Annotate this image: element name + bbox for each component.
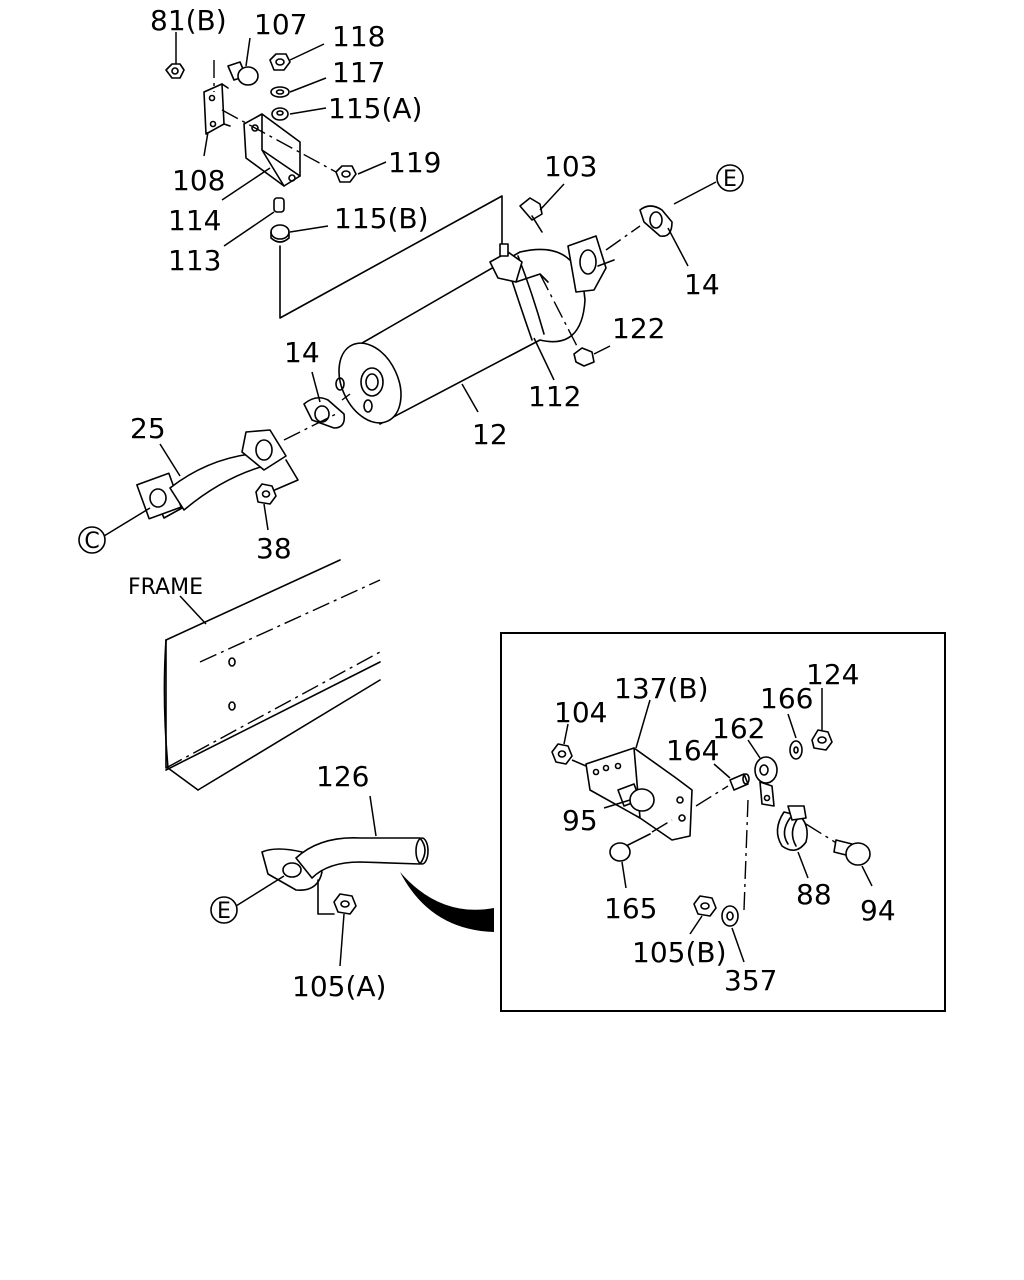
bushing-115b bbox=[270, 224, 290, 243]
connector-c-text: C bbox=[84, 529, 99, 554]
label-162: 162 bbox=[712, 712, 765, 745]
label-14-top: 14 bbox=[684, 268, 720, 301]
nut-38 bbox=[255, 483, 277, 505]
label-81b: 81(B) bbox=[150, 4, 227, 37]
bolt-165 bbox=[609, 833, 651, 862]
label-119: 119 bbox=[388, 146, 441, 179]
label-103: 103 bbox=[544, 150, 597, 183]
gasket-14-top bbox=[639, 205, 673, 238]
label-14-left: 14 bbox=[284, 336, 320, 369]
connector-e-bottom-text: E bbox=[217, 899, 231, 924]
label-25: 25 bbox=[130, 412, 166, 445]
pin-113 bbox=[273, 197, 285, 213]
label-165: 165 bbox=[604, 892, 657, 925]
label-122: 122 bbox=[612, 312, 665, 345]
nut-118 bbox=[269, 53, 291, 71]
bolt-107 bbox=[227, 61, 259, 86]
bolt-94 bbox=[833, 839, 871, 866]
nut-105b bbox=[693, 895, 717, 917]
label-166: 166 bbox=[760, 682, 813, 715]
label-108: 108 bbox=[172, 164, 225, 197]
label-118: 118 bbox=[332, 20, 385, 53]
label-94: 94 bbox=[860, 894, 896, 927]
nut-122 bbox=[573, 347, 595, 367]
pin-164 bbox=[729, 773, 750, 791]
plate-108 bbox=[203, 83, 231, 135]
detail-box bbox=[500, 632, 946, 1012]
bolt-103 bbox=[519, 197, 543, 233]
label-38: 38 bbox=[256, 532, 292, 565]
label-113: 113 bbox=[168, 244, 221, 277]
label-115a: 115(A) bbox=[328, 92, 422, 125]
bushing-115a bbox=[271, 107, 289, 121]
label-104: 104 bbox=[554, 696, 607, 729]
bolt-95 bbox=[617, 783, 655, 812]
label-164: 164 bbox=[666, 734, 719, 767]
nut-105a bbox=[333, 893, 357, 915]
gasket-14-left bbox=[303, 396, 346, 429]
label-117: 117 bbox=[332, 56, 385, 89]
label-114: 114 bbox=[168, 204, 221, 237]
label-137b: 137(B) bbox=[614, 672, 709, 705]
label-124: 124 bbox=[806, 658, 859, 691]
label-126: 126 bbox=[316, 760, 369, 793]
tail-pipe-126 bbox=[261, 837, 429, 891]
connector-e-bottom: E bbox=[210, 875, 285, 924]
frame-rail bbox=[163, 559, 381, 791]
detail-callout-arrow bbox=[400, 872, 494, 932]
connector-c: C bbox=[78, 507, 151, 554]
label-105b: 105(B) bbox=[632, 936, 727, 969]
bracket-114 bbox=[243, 113, 301, 187]
nut-119 bbox=[335, 165, 357, 183]
bracket-assembly bbox=[165, 53, 503, 319]
muffler-12 bbox=[335, 235, 615, 425]
washer-166 bbox=[789, 740, 803, 760]
nut-81b bbox=[165, 63, 185, 79]
connector-e-top-text: E bbox=[723, 167, 737, 192]
detail-parts bbox=[551, 729, 871, 927]
label-95: 95 bbox=[562, 804, 598, 837]
label-frame: FRAME bbox=[128, 575, 203, 600]
washer-117 bbox=[270, 86, 290, 98]
label-112: 112 bbox=[528, 380, 581, 413]
label-12: 12 bbox=[472, 418, 508, 451]
clamp-88 bbox=[776, 805, 808, 851]
label-88: 88 bbox=[796, 878, 832, 911]
label-105a: 105(A) bbox=[292, 970, 386, 1003]
clamp-162 bbox=[754, 756, 778, 807]
label-115b: 115(B) bbox=[334, 202, 429, 235]
washer-357 bbox=[721, 905, 739, 927]
label-357: 357 bbox=[724, 964, 777, 997]
nut-124 bbox=[811, 729, 833, 751]
label-107: 107 bbox=[254, 8, 307, 41]
nut-104 bbox=[551, 743, 573, 765]
leader-lines bbox=[159, 32, 873, 967]
front-pipe-25 bbox=[136, 429, 287, 520]
part-labels: 81(B) 107 118 117 115(A) 119 108 114 113… bbox=[128, 4, 896, 1003]
connector-e-top: E bbox=[716, 164, 744, 192]
